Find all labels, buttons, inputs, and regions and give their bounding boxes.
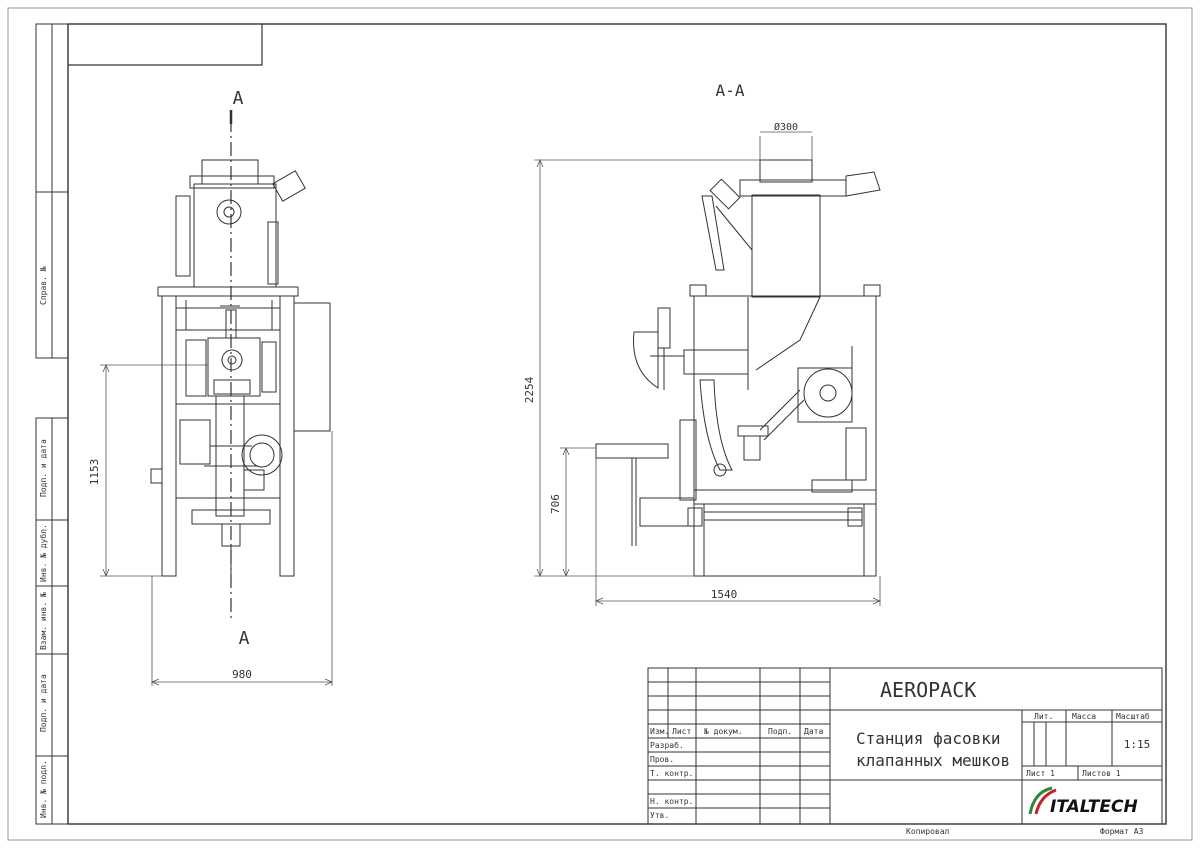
side-height-dim: 2254 (523, 376, 536, 403)
left-side-strip (35, 23, 69, 825)
side-dimensions (534, 131, 882, 606)
section-marker-top: А (233, 88, 244, 109)
side-view-section (595, 159, 881, 577)
strip-vzam-inv: Взам. инв. № (39, 592, 48, 650)
massa-label: Масса (1072, 712, 1096, 721)
document-name-line-1: Станция фасовки (856, 729, 1001, 748)
format-label: Формат A3 (1100, 827, 1144, 836)
strip-inv-podl: Инв. № подл. (39, 760, 48, 818)
sheet-count: Листов 1 (1082, 769, 1121, 778)
document-name-line-2: клапанных мешков (856, 751, 1010, 770)
strip-podp-data-2: Подп. и дата (39, 674, 48, 732)
lit-label: Лит. (1034, 712, 1053, 721)
scale-value: 1:15 (1124, 738, 1151, 751)
front-view (150, 110, 331, 622)
col-list: Лист (672, 727, 691, 736)
side-width-dim: 1540 (711, 588, 738, 601)
table-height-dim: 706 (549, 494, 562, 514)
col-data: Дата (804, 727, 823, 736)
italtech-logo: ITALTECH (1028, 786, 1138, 817)
strip-sprav: Справ. № (39, 266, 48, 305)
front-height-dim: 1153 (88, 459, 101, 486)
front-width-dim: 980 (232, 668, 252, 681)
strip-podp-data-1: Подп. и дата (39, 439, 48, 497)
logo-red-swoosh (1034, 788, 1057, 815)
strip-inv-dubl: Инв. № дубл. (38, 524, 48, 582)
section-view-label: А-А (716, 81, 745, 100)
drawing-frame (67, 23, 1167, 825)
section-marker-bottom: А (239, 628, 250, 649)
product-name: AEROPACK (880, 678, 976, 702)
title-block (647, 667, 1163, 825)
row-razrab: Разраб. (650, 740, 684, 750)
brand-name: ITALTECH (1050, 797, 1138, 817)
sheet-number: Лист 1 (1026, 769, 1055, 778)
row-tkontr: Т. контр. (650, 769, 693, 778)
col-izm: Изм. (650, 727, 669, 736)
front-dimensions (100, 363, 334, 686)
row-utv: Утв. (650, 811, 669, 820)
pipe-diameter-dim: Ø300 (774, 121, 798, 133)
col-podp: Подп. (768, 727, 792, 736)
logo-green-swoosh (1028, 786, 1053, 815)
copied-label: Копировал (906, 827, 950, 836)
row-prov: Пров. (650, 755, 674, 764)
col-doc: № докум. (703, 727, 743, 736)
masshtab-label: Масштаб (1116, 711, 1150, 721)
row-nkontr: Н. контр. (650, 797, 693, 806)
sheet-trim-border (7, 7, 1193, 841)
top-left-stamp-box (68, 24, 263, 66)
